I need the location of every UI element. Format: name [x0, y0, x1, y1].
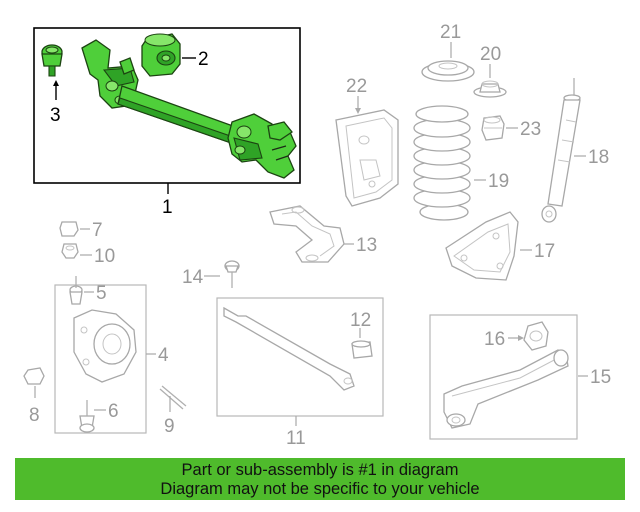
axle-bushing[interactable] — [141, 33, 181, 77]
knuckle-box — [54, 284, 147, 434]
lower-control-arm — [443, 349, 569, 429]
bump-stop — [473, 80, 507, 98]
pin — [159, 385, 187, 410]
steering-knuckle — [73, 309, 137, 383]
track-bar-bushing — [351, 340, 373, 359]
callout-18[interactable]: 18 — [588, 147, 609, 168]
callout-4[interactable]: 4 — [158, 345, 169, 366]
spring-bracket — [335, 109, 399, 207]
callout-22[interactable]: 22 — [346, 76, 367, 97]
grease-cap — [23, 367, 45, 385]
jounce-bumper — [481, 115, 505, 141]
control-arm-bushing — [523, 321, 549, 351]
callout-3[interactable]: 3 — [50, 105, 61, 126]
notice-banner: Part or sub-assembly is #1 in diagram Di… — [15, 458, 625, 500]
callout-17[interactable]: 17 — [534, 241, 555, 262]
callout-10[interactable]: 10 — [94, 246, 115, 267]
callout-2[interactable]: 2 — [198, 49, 209, 70]
callout-23[interactable]: 23 — [520, 119, 541, 140]
callout-9[interactable]: 9 — [164, 416, 175, 437]
coil-spring — [413, 105, 471, 221]
track-bar-box — [216, 297, 384, 417]
lower-ball-joint — [79, 400, 95, 433]
banner-line-1: Part or sub-assembly is #1 in diagram — [181, 461, 459, 479]
upper-ball-joint — [69, 276, 83, 305]
callout-13[interactable]: 13 — [356, 235, 377, 256]
callout-16[interactable]: 16 — [484, 329, 505, 350]
track-bar — [223, 306, 355, 391]
callout-5[interactable]: 5 — [96, 283, 107, 304]
mount-plate — [445, 211, 519, 281]
shock-absorber — [541, 78, 581, 223]
callout-11[interactable]: 11 — [286, 428, 306, 449]
callout-6[interactable]: 6 — [108, 401, 119, 422]
callout-19[interactable]: 19 — [488, 171, 509, 192]
callout-21[interactable]: 21 — [440, 22, 461, 43]
nut — [61, 243, 79, 259]
banner-line-2: Diagram may not be specific to your vehi… — [160, 480, 480, 498]
dust-cap — [59, 221, 79, 237]
spring-seat — [421, 60, 475, 82]
callout-8[interactable]: 8 — [29, 405, 40, 426]
track-bar-bracket — [269, 205, 345, 263]
ball-joint[interactable] — [41, 44, 63, 77]
callout-1[interactable]: 1 — [162, 197, 173, 218]
callout-7[interactable]: 7 — [92, 220, 103, 241]
control-arm-box — [429, 314, 578, 440]
callout-20[interactable]: 20 — [480, 44, 501, 65]
front-axle-beam[interactable] — [81, 39, 297, 179]
bolt — [224, 260, 240, 288]
callout-14[interactable]: 14 — [182, 267, 204, 288]
callout-12[interactable]: 12 — [350, 310, 371, 331]
callout-15[interactable]: 15 — [590, 367, 611, 388]
